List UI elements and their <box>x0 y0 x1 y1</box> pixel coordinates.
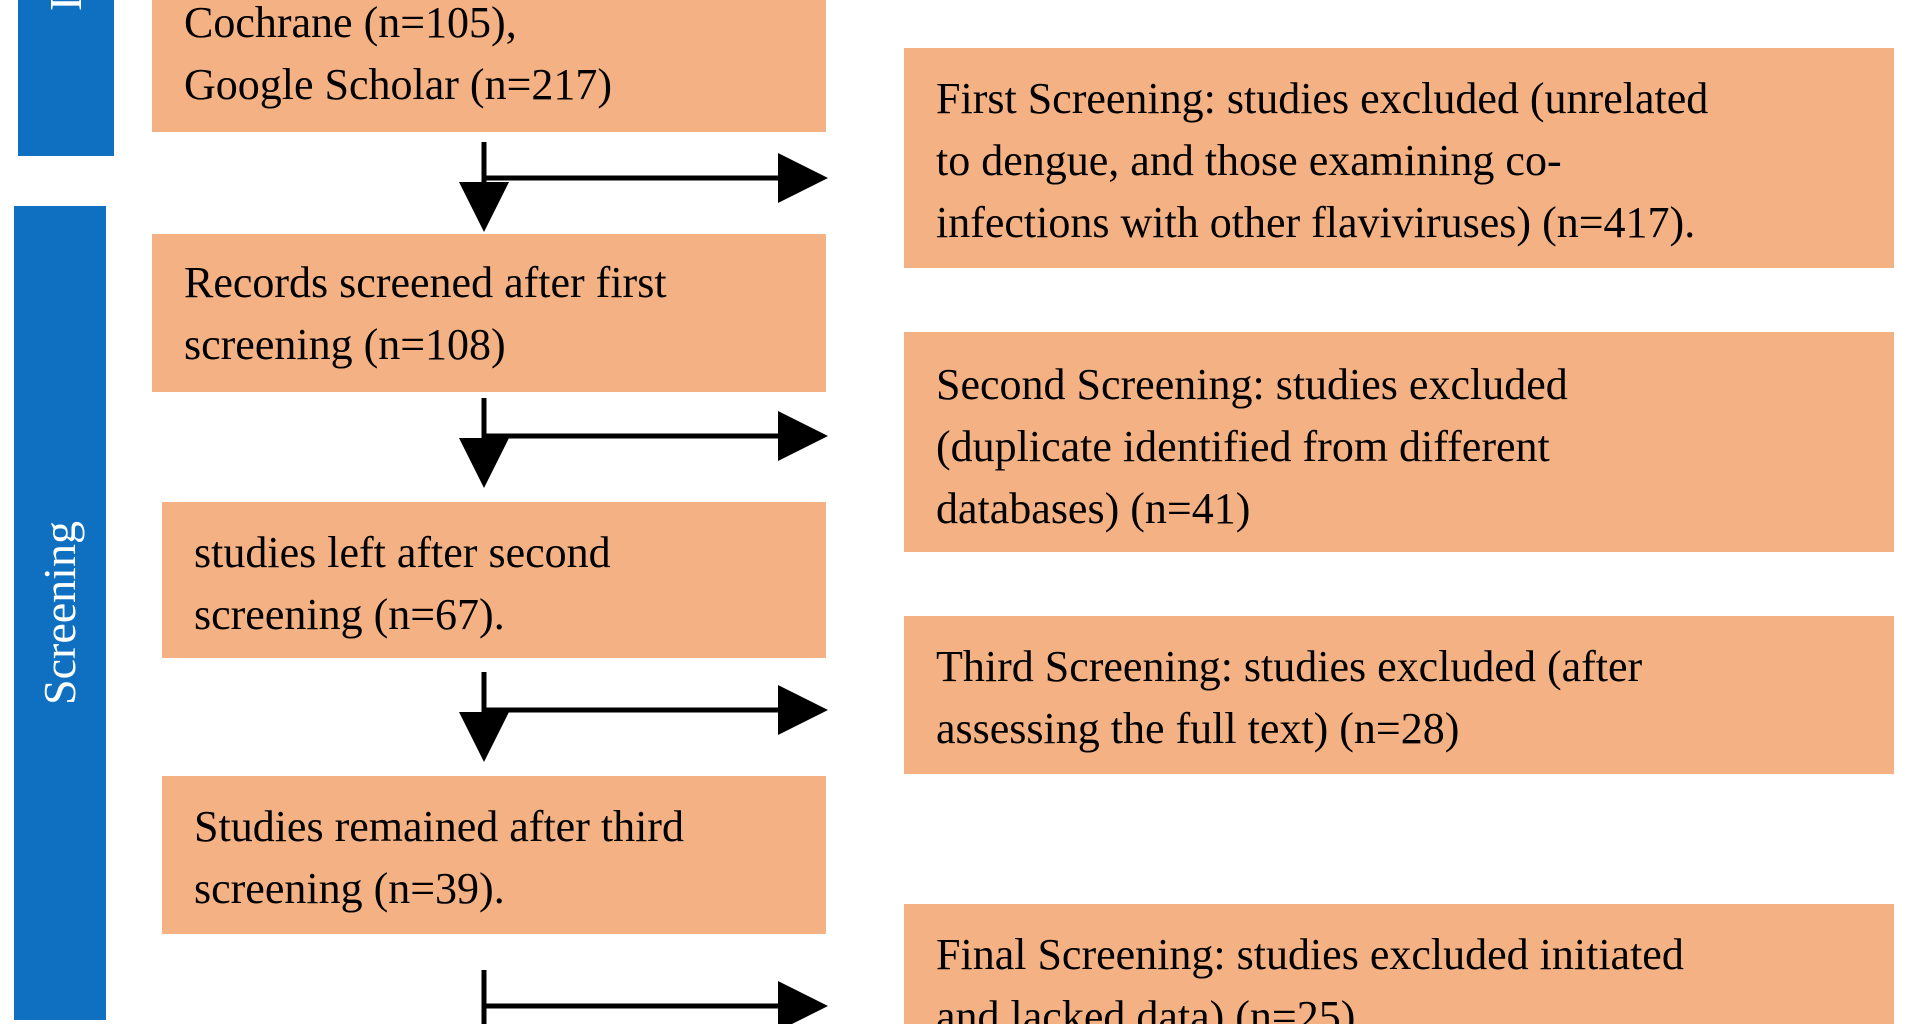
identification-sidebar: Id <box>18 0 114 156</box>
box-line: screening (n=39). <box>194 864 505 913</box>
records-screened-box: Records screened after first screening (… <box>152 234 826 392</box>
box-line: to dengue, and those examining co- <box>936 136 1562 185</box>
box-line: screening (n=108) <box>184 320 506 369</box>
box-line: Studies remained after third <box>194 802 684 851</box>
screening-sidebar: Screening <box>14 206 106 1020</box>
box-line: studies left after second <box>194 528 611 577</box>
box-line: infections with other flaviviruses) (n=4… <box>936 198 1696 247</box>
final-screening-exclusion-box: Final Screening: studies excluded initia… <box>904 904 1894 1024</box>
box-line: Google Scholar (n=217) <box>184 60 613 109</box>
box-line: databases) (n=41) <box>936 484 1251 533</box>
studies-left-after-second-box: studies left after second screening (n=6… <box>162 502 826 658</box>
box-line: Second Screening: studies excluded <box>936 360 1568 409</box>
first-screening-exclusion-box: First Screening: studies excluded (unrel… <box>904 48 1894 268</box>
box-line: Cochrane (n=105), <box>184 0 517 47</box>
box-line: screening (n=67). <box>194 590 505 639</box>
third-screening-exclusion-box: Third Screening: studies excluded (after… <box>904 616 1894 774</box>
box-line: First Screening: studies excluded (unrel… <box>936 74 1709 123</box>
box-line: (duplicate identified from different <box>936 422 1550 471</box>
box-line: Third Screening: studies excluded (after <box>936 642 1643 691</box>
identification-records-box: Cochrane (n=105), Google Scholar (n=217) <box>152 0 826 132</box>
box-line: Records screened after first <box>184 258 667 307</box>
box-line: Final Screening: studies excluded initia… <box>936 930 1684 979</box>
studies-remained-after-third-box: Studies remained after third screening (… <box>162 776 826 934</box>
box-line: and lacked data) (n=25) <box>936 992 1356 1024</box>
second-screening-exclusion-box: Second Screening: studies excluded (dupl… <box>904 332 1894 552</box>
box-line: assessing the full text) (n=28) <box>936 704 1460 753</box>
